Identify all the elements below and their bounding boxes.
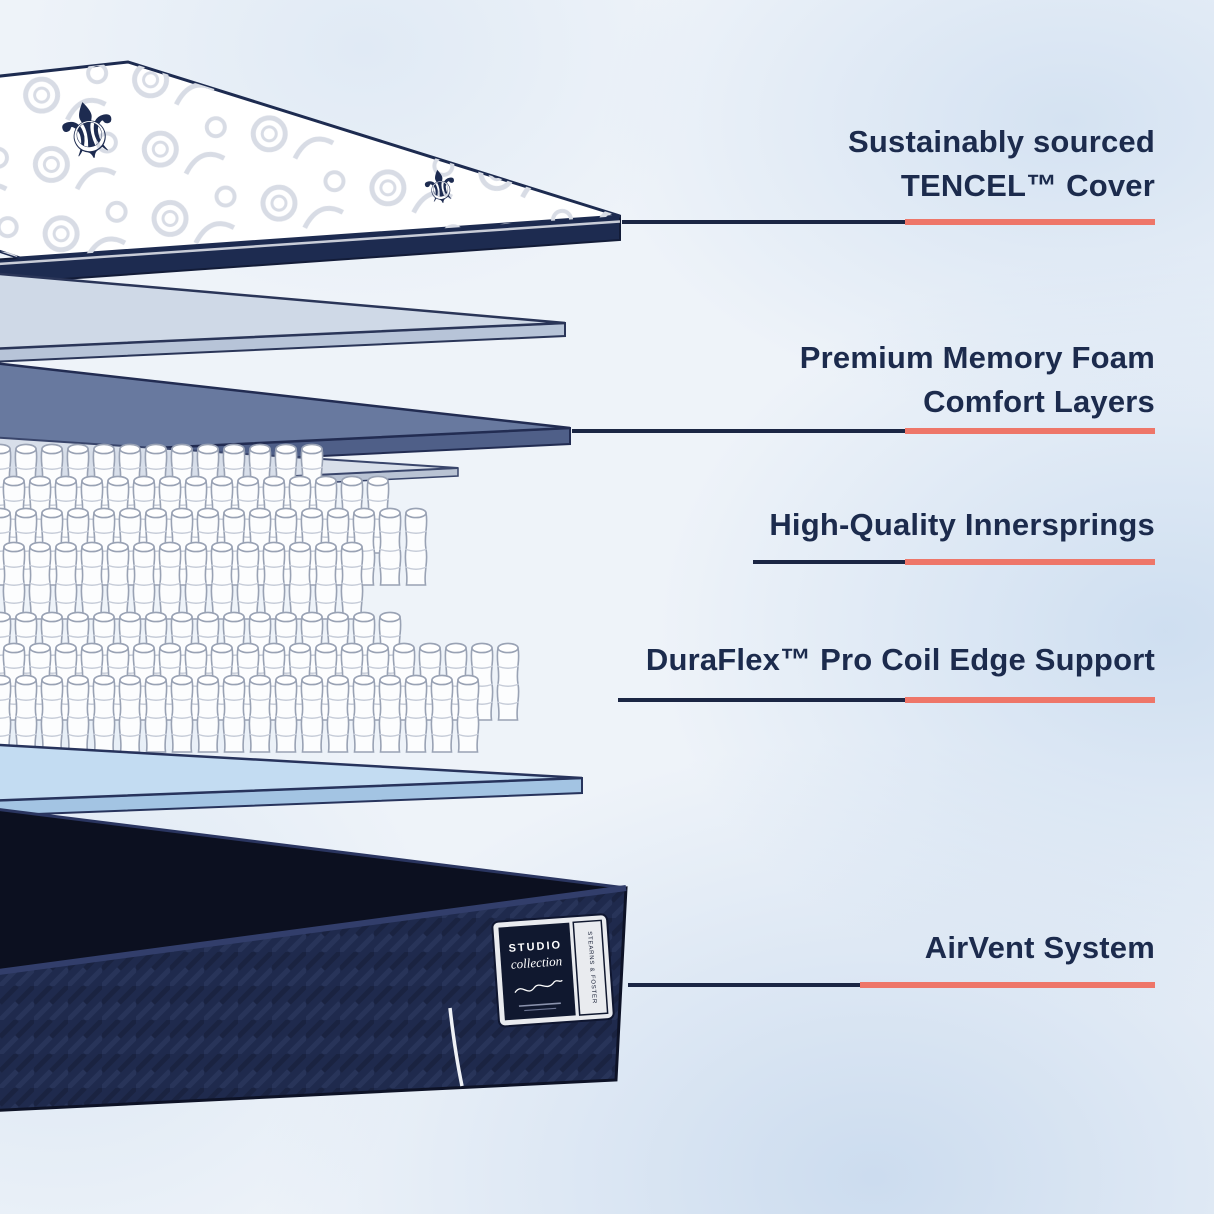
coil-spring bbox=[66, 674, 90, 753]
comfort-foam-light-layer bbox=[0, 272, 566, 363]
callout-line-edge-support bbox=[618, 697, 1155, 703]
coil-spring bbox=[144, 674, 168, 753]
coil-spring bbox=[184, 541, 208, 620]
coil-spring bbox=[2, 541, 26, 620]
coil-spring bbox=[14, 674, 38, 753]
callout-text-line: AirVent System bbox=[924, 930, 1155, 965]
coil-spring bbox=[196, 674, 220, 753]
callout-line-innersprings bbox=[753, 559, 1155, 565]
coil-spring bbox=[92, 674, 116, 753]
coil-spring bbox=[288, 541, 312, 620]
callout-line-airvent bbox=[628, 982, 1155, 988]
callout-line-navy bbox=[622, 220, 905, 224]
brand-tag: STUDIO collection STEARNS & FOSTER bbox=[491, 913, 615, 1028]
coil-spring bbox=[430, 674, 454, 753]
callout-memory-foam: Premium Memory Foam Comfort Layers bbox=[800, 336, 1155, 424]
callout-airvent: AirVent System bbox=[925, 926, 1155, 970]
callout-line-coral bbox=[905, 697, 1155, 703]
callout-innersprings: High-Quality Innersprings bbox=[769, 503, 1155, 547]
callout-text-line: Sustainably sourced bbox=[847, 124, 1155, 159]
svg-text:⚜: ⚜ bbox=[415, 157, 465, 217]
coil-spring bbox=[248, 674, 272, 753]
callout-tencel-cover: Sustainably sourced TENCEL™ Cover bbox=[848, 120, 1155, 208]
coil-spring bbox=[132, 541, 156, 620]
coil-spring bbox=[40, 674, 64, 753]
callout-text-line: Premium Memory Foam bbox=[799, 340, 1155, 375]
coil-spring bbox=[170, 674, 194, 753]
coil-spring bbox=[326, 674, 350, 753]
coil-spring bbox=[222, 674, 246, 753]
coil-spring bbox=[0, 674, 12, 753]
coil-spring bbox=[378, 507, 402, 586]
mattress-illustration: ⚜ ⚜ ⚜ bbox=[0, 60, 628, 1112]
coil-spring bbox=[300, 674, 324, 753]
callout-text-line: DuraFlex™ Pro Coil Edge Support bbox=[645, 642, 1155, 677]
coil-spring bbox=[210, 541, 234, 620]
callout-line-coral bbox=[860, 982, 1155, 988]
coil-spring bbox=[118, 674, 142, 753]
coil-spring bbox=[106, 541, 130, 620]
tag-script: collection bbox=[510, 953, 562, 972]
coil-spring bbox=[274, 674, 298, 753]
coil-spring bbox=[352, 674, 376, 753]
callout-line-navy bbox=[572, 429, 905, 433]
coil-spring bbox=[340, 541, 364, 620]
edge-support-coils bbox=[0, 611, 520, 753]
piping-line bbox=[448, 1007, 464, 1087]
coil-spring bbox=[158, 541, 182, 620]
coil-spring bbox=[262, 541, 286, 620]
coil-spring bbox=[404, 507, 428, 586]
callout-line-tencel bbox=[622, 219, 1155, 225]
coil-spring bbox=[54, 541, 78, 620]
callout-text-line: High-Quality Innersprings bbox=[769, 507, 1155, 542]
tag-title: STUDIO bbox=[508, 939, 562, 955]
coil-spring bbox=[314, 541, 338, 620]
coil-spring bbox=[80, 541, 104, 620]
airvent-slab bbox=[0, 743, 583, 817]
tag-side-text: STEARNS & FOSTER bbox=[586, 931, 597, 1004]
coil-spring bbox=[404, 674, 428, 753]
coil-spring bbox=[378, 674, 402, 753]
coil-spring bbox=[496, 642, 520, 721]
callout-text-line: TENCEL™ Cover bbox=[900, 168, 1155, 203]
coil-spring bbox=[456, 674, 480, 753]
callout-line-coral bbox=[905, 559, 1155, 565]
coil-spring bbox=[28, 541, 52, 620]
callout-line-coral bbox=[905, 428, 1155, 434]
callout-line-navy bbox=[618, 698, 905, 702]
callout-line-navy bbox=[753, 560, 905, 564]
callout-line-coral bbox=[905, 219, 1155, 225]
callout-line-memory-foam bbox=[572, 428, 1155, 434]
callout-line-navy bbox=[628, 983, 860, 987]
coil-spring bbox=[236, 541, 260, 620]
callout-text-line: Comfort Layers bbox=[923, 384, 1155, 419]
base-box: STUDIO collection STEARNS & FOSTER bbox=[0, 808, 628, 1112]
callout-edge-support: DuraFlex™ Pro Coil Edge Support bbox=[646, 638, 1155, 682]
cover-layer: ⚜ ⚜ ⚜ bbox=[0, 60, 621, 285]
